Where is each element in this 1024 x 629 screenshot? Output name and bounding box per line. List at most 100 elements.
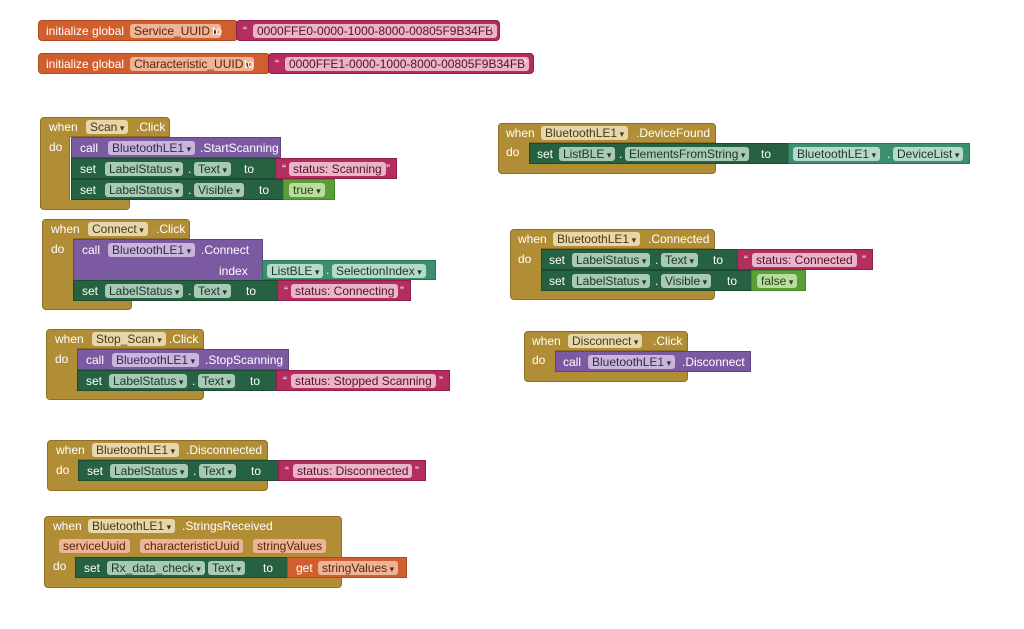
component-dropdown[interactable]: BluetoothLE1 <box>88 519 176 533</box>
property-dropdown[interactable]: Visible <box>194 183 245 197</box>
component-dropdown[interactable]: LabelStatus <box>105 162 184 176</box>
do-label: do <box>518 252 532 266</box>
string-text-field[interactable]: status: Connected <box>752 253 857 267</box>
component-dropdown[interactable]: LabelStatus <box>109 374 188 388</box>
disconnect-click-event-block[interactable]: when Disconnect .Click <box>524 331 688 351</box>
component-dropdown[interactable]: Rx_data_check <box>107 561 205 575</box>
when-label: when <box>532 334 561 348</box>
boolean-dropdown[interactable]: true <box>289 183 325 197</box>
call-label: call <box>80 141 99 155</box>
boolean-true-block[interactable]: true <box>283 179 335 200</box>
component-dropdown[interactable]: LabelStatus <box>110 464 189 478</box>
set-labelstatus-text-block[interactable]: set LabelStatus . Text to <box>71 158 277 179</box>
param-characteristicuuid[interactable]: characteristicUuid <box>140 539 244 553</box>
component-dropdown[interactable]: BluetoothLE1 <box>108 243 196 257</box>
property-dropdown[interactable]: Text <box>194 162 232 176</box>
service-uuid-string-block[interactable]: “ 0000FFE0-0000-1000-8000-00805F9B34FB ” <box>236 20 500 41</box>
param-stringvalues[interactable]: stringValues <box>253 539 327 553</box>
component-dropdown[interactable]: BluetoothLE1 <box>541 126 629 140</box>
boolean-false-block[interactable]: false <box>751 270 806 291</box>
property-dropdown[interactable]: DeviceList <box>893 147 964 161</box>
string-text-field[interactable]: status: Connecting <box>291 284 399 298</box>
device-found-event-block[interactable]: when BluetoothLE1 .DeviceFound <box>498 123 716 143</box>
strings-received-event-block[interactable]: when BluetoothLE1 .StringsReceived servi… <box>44 516 342 558</box>
component-dropdown[interactable]: LabelStatus <box>572 253 651 267</box>
set-rx-data-check-text-block[interactable]: set Rx_data_check . Text to <box>75 557 289 578</box>
global-name-field[interactable]: Service_UUID <box>130 24 222 38</box>
call-stop-scanning-block[interactable]: call BluetoothLE1 .StopScanning <box>77 349 289 370</box>
connect-click-event-block[interactable]: when Connect .Click <box>42 219 190 239</box>
string-text-field[interactable]: status: Disconnected <box>293 464 413 478</box>
string-text-field[interactable]: status: Scanning <box>289 162 386 176</box>
component-dropdown[interactable]: Scan <box>86 120 129 134</box>
property-dropdown[interactable]: Text <box>661 253 699 267</box>
stop-scan-click-event-block[interactable]: when Stop_Scan .Click <box>46 329 204 349</box>
set-labelstatus-text-block[interactable]: set LabelStatus . Text to <box>73 280 279 301</box>
string-text-field[interactable]: status: Stopped Scanning <box>291 374 436 388</box>
property-dropdown[interactable]: Text <box>199 464 237 478</box>
to-label: to <box>250 374 261 388</box>
string-connected-block[interactable]: “ status: Connected ” <box>737 249 873 270</box>
component-dropdown[interactable]: BluetoothLE1 <box>553 232 641 246</box>
set-listble-elements-block[interactable]: set ListBLE . ElementsFromString to <box>529 143 790 164</box>
set-labelstatus-visible-block[interactable]: set LabelStatus . Visible to <box>71 179 285 200</box>
initialize-global-label: initialize global <box>46 57 125 71</box>
property-dropdown[interactable]: Text <box>208 561 246 575</box>
string-scanning-block[interactable]: “ status: Scanning ” <box>275 158 397 179</box>
listble-selectionindex-block[interactable]: ListBLE . SelectionIndex <box>262 260 436 280</box>
event-name: .Connected <box>648 232 710 246</box>
component-dropdown[interactable]: Stop_Scan <box>92 332 166 346</box>
variable-dropdown[interactable]: stringValues <box>318 561 399 575</box>
characteristic-uuid-text-field[interactable]: 0000FFE1-0000-1000-8000-00805F9B34FB <box>285 57 530 71</box>
component-dropdown[interactable]: ListBLE <box>267 264 324 278</box>
component-dropdown[interactable]: LabelStatus <box>572 274 651 288</box>
set-labelstatus-text-block[interactable]: set LabelStatus . Text to <box>541 249 739 270</box>
component-dropdown[interactable]: BluetoothLE1 <box>793 147 881 161</box>
bluetoothle1-devicelist-block[interactable]: BluetoothLE1 . DeviceList <box>788 143 970 164</box>
call-start-scanning-block[interactable]: call BluetoothLE1 .StartScanning <box>71 137 281 158</box>
set-labelstatus-text-block[interactable]: set LabelStatus . Text to <box>78 460 280 481</box>
string-disconnected-block[interactable]: “ status: Disconnected ” <box>278 460 426 481</box>
quote-open: “ <box>284 284 288 298</box>
component-dropdown[interactable]: LabelStatus <box>105 284 184 298</box>
global-service-uuid-block[interactable]: initialize global Service_UUID to <box>38 20 238 41</box>
connected-event-block[interactable]: when BluetoothLE1 .Connected <box>510 229 715 249</box>
scan-click-event-block[interactable]: when Scan .Click <box>40 117 170 137</box>
property-dropdown[interactable]: Text <box>198 374 236 388</box>
set-labelstatus-visible-block[interactable]: set LabelStatus . Visible to <box>541 270 753 291</box>
component-dropdown[interactable]: ListBLE <box>559 147 616 161</box>
component-dropdown[interactable]: BluetoothLE1 <box>92 443 180 457</box>
component-dropdown[interactable]: Connect <box>88 222 148 236</box>
characteristic-uuid-string-block[interactable]: “ 0000FFE1-0000-1000-8000-00805F9B34FB ” <box>268 53 534 74</box>
property-dropdown[interactable]: SelectionIndex <box>332 264 426 278</box>
do-label: do <box>56 463 70 477</box>
event-name: .Click <box>156 222 186 236</box>
property-dropdown[interactable]: ElementsFromString <box>625 147 750 161</box>
call-disconnect-block[interactable]: call BluetoothLE1 .Disconnect <box>555 351 751 372</box>
component-dropdown[interactable]: Disconnect <box>568 334 643 348</box>
disconnect-click-do-rail: do <box>524 350 556 374</box>
component-dropdown[interactable]: BluetoothLE1 <box>588 355 676 369</box>
do-label: do <box>55 352 69 366</box>
set-label: set <box>87 464 104 478</box>
property-dropdown[interactable]: Visible <box>661 274 712 288</box>
disconnected-event-block[interactable]: when BluetoothLE1 .Disconnected <box>47 440 268 460</box>
boolean-dropdown[interactable]: false <box>757 274 798 288</box>
property-dropdown[interactable]: Text <box>194 284 232 298</box>
set-labelstatus-text-block[interactable]: set LabelStatus . Text to <box>77 370 278 391</box>
call-connect-block[interactable]: call BluetoothLE1 .Connect index <box>73 239 263 281</box>
component-dropdown[interactable]: BluetoothLE1 <box>112 353 200 367</box>
param-serviceuuid[interactable]: serviceUuid <box>59 539 130 553</box>
dot-label: . <box>193 464 197 478</box>
string-connecting-block[interactable]: “ status: Connecting ” <box>277 280 411 301</box>
component-dropdown[interactable]: BluetoothLE1 <box>108 141 196 155</box>
get-stringvalues-block[interactable]: get stringValues <box>287 557 407 578</box>
global-name-field[interactable]: Characteristic_UUID <box>130 57 255 71</box>
service-uuid-text-field[interactable]: 0000FFE0-0000-1000-8000-00805F9B34FB <box>253 24 498 38</box>
component-dropdown[interactable]: LabelStatus <box>105 183 184 197</box>
quote-close: ” <box>862 253 866 267</box>
event-name: .DeviceFound <box>636 126 711 140</box>
dot-label: . <box>188 183 192 197</box>
global-characteristic-uuid-block[interactable]: initialize global Characteristic_UUID to <box>38 53 270 74</box>
string-stopped-scanning-block[interactable]: “ status: Stopped Scanning ” <box>276 370 450 391</box>
